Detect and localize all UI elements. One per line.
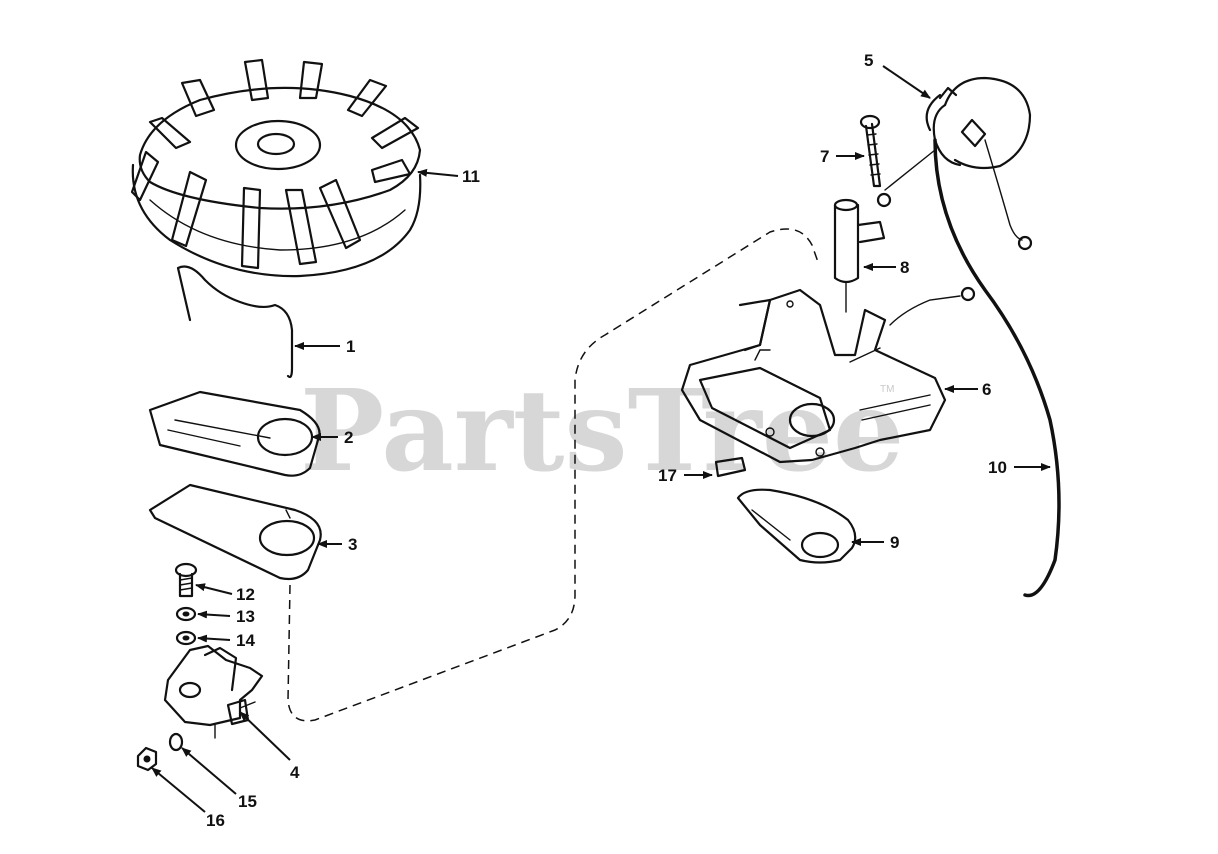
callout-11[interactable]: 11 [462, 167, 480, 186]
callout-7[interactable]: 7 [820, 147, 829, 166]
callout-17[interactable]: 17 [658, 466, 677, 485]
ignition-coil-icon[interactable] [925, 76, 1032, 170]
washer-13-icon[interactable] [175, 606, 197, 622]
watermark-text: PartsTree [300, 366, 904, 497]
callout-9[interactable]: 9 [890, 533, 899, 552]
wire-link-icon[interactable] [176, 265, 294, 379]
gasket-plate-3-icon[interactable] [148, 483, 322, 581]
callout-10[interactable]: 10 [988, 458, 1007, 477]
screw-12-icon[interactable] [174, 562, 198, 598]
callout-4[interactable]: 4 [290, 763, 300, 782]
callout-5[interactable]: 5 [864, 51, 873, 70]
breaker-points-icon[interactable] [163, 644, 264, 739]
assembly-dashed-line [287, 228, 819, 722]
stator-terminal-icon [960, 286, 976, 302]
stator-lead-wire [889, 295, 961, 326]
callout-6[interactable]: 6 [982, 380, 991, 399]
gasket-plate-2-icon[interactable] [148, 390, 321, 477]
callout-3[interactable]: 3 [348, 535, 357, 554]
ground-terminal-icon [1017, 235, 1033, 251]
flywheel-icon[interactable] [130, 58, 422, 278]
washer-14-icon[interactable] [175, 630, 197, 646]
callout-labels: 11 1 2 3 12 13 14 4 15 16 5 7 8 6 10 17 … [206, 51, 1007, 830]
terminal-ring-icon [876, 192, 892, 208]
watermark-trademark: TM [880, 384, 894, 395]
stator-plate-icon[interactable] [680, 288, 947, 464]
callout-2[interactable]: 2 [344, 428, 353, 447]
condenser-icon[interactable] [833, 198, 886, 313]
screw-7-icon[interactable] [859, 114, 882, 188]
coil-ground-wire [984, 139, 1023, 241]
callout-16[interactable]: 16 [206, 811, 225, 830]
dust-cover-icon[interactable] [736, 488, 857, 564]
coil-to-screw-wire [884, 149, 936, 191]
nut-16-icon[interactable] [136, 746, 158, 772]
callout-13[interactable]: 13 [236, 607, 255, 626]
washer-15-icon[interactable] [168, 732, 184, 752]
callout-8[interactable]: 8 [900, 258, 909, 277]
callout-15[interactable]: 15 [238, 792, 257, 811]
leader-arrows [151, 65, 1051, 813]
key-icon[interactable] [714, 456, 747, 478]
lead-wire-icon[interactable] [933, 138, 1061, 598]
callout-14[interactable]: 14 [236, 631, 255, 650]
callout-1[interactable]: 1 [346, 337, 355, 356]
callout-12[interactable]: 12 [236, 585, 255, 604]
